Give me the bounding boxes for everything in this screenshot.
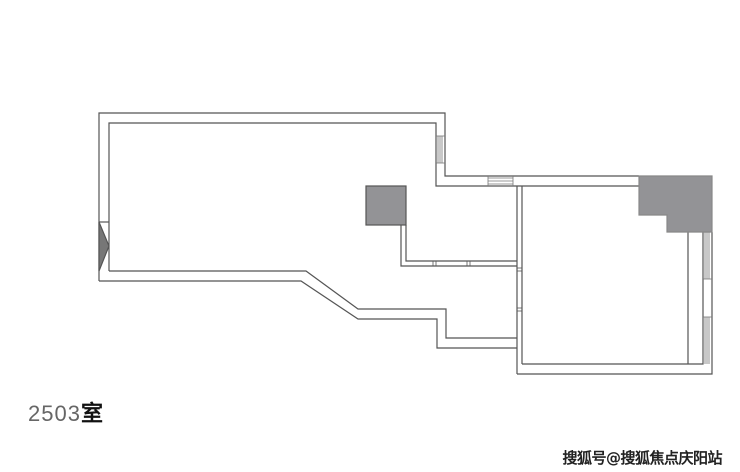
south-wall-outer — [99, 280, 517, 349]
window-corridor — [487, 176, 514, 186]
inner-wall-line — [108, 122, 517, 271]
small-room-window — [432, 261, 471, 266]
unit-label: 2503室 — [28, 396, 104, 428]
entry-door-icon — [98, 221, 110, 272]
unit-suffix: 室 — [80, 402, 104, 427]
outer-wall-line — [98, 112, 639, 281]
small-room-wall-outer — [400, 225, 517, 267]
south-wall-inner — [109, 270, 517, 339]
window-east-right-room — [703, 232, 712, 364]
door-marks — [517, 267, 522, 312]
right-room-bottom-outer — [517, 232, 713, 375]
window-east-left-room — [436, 135, 445, 164]
watermark: 搜狐号@搜狐焦点庆阳站 — [562, 449, 722, 467]
structural-column — [638, 175, 713, 233]
right-room-bottom-inner — [522, 232, 704, 365]
unit-number: 2503 — [28, 401, 81, 426]
shaft-box — [365, 185, 407, 226]
small-room-wall-inner — [405, 225, 517, 262]
